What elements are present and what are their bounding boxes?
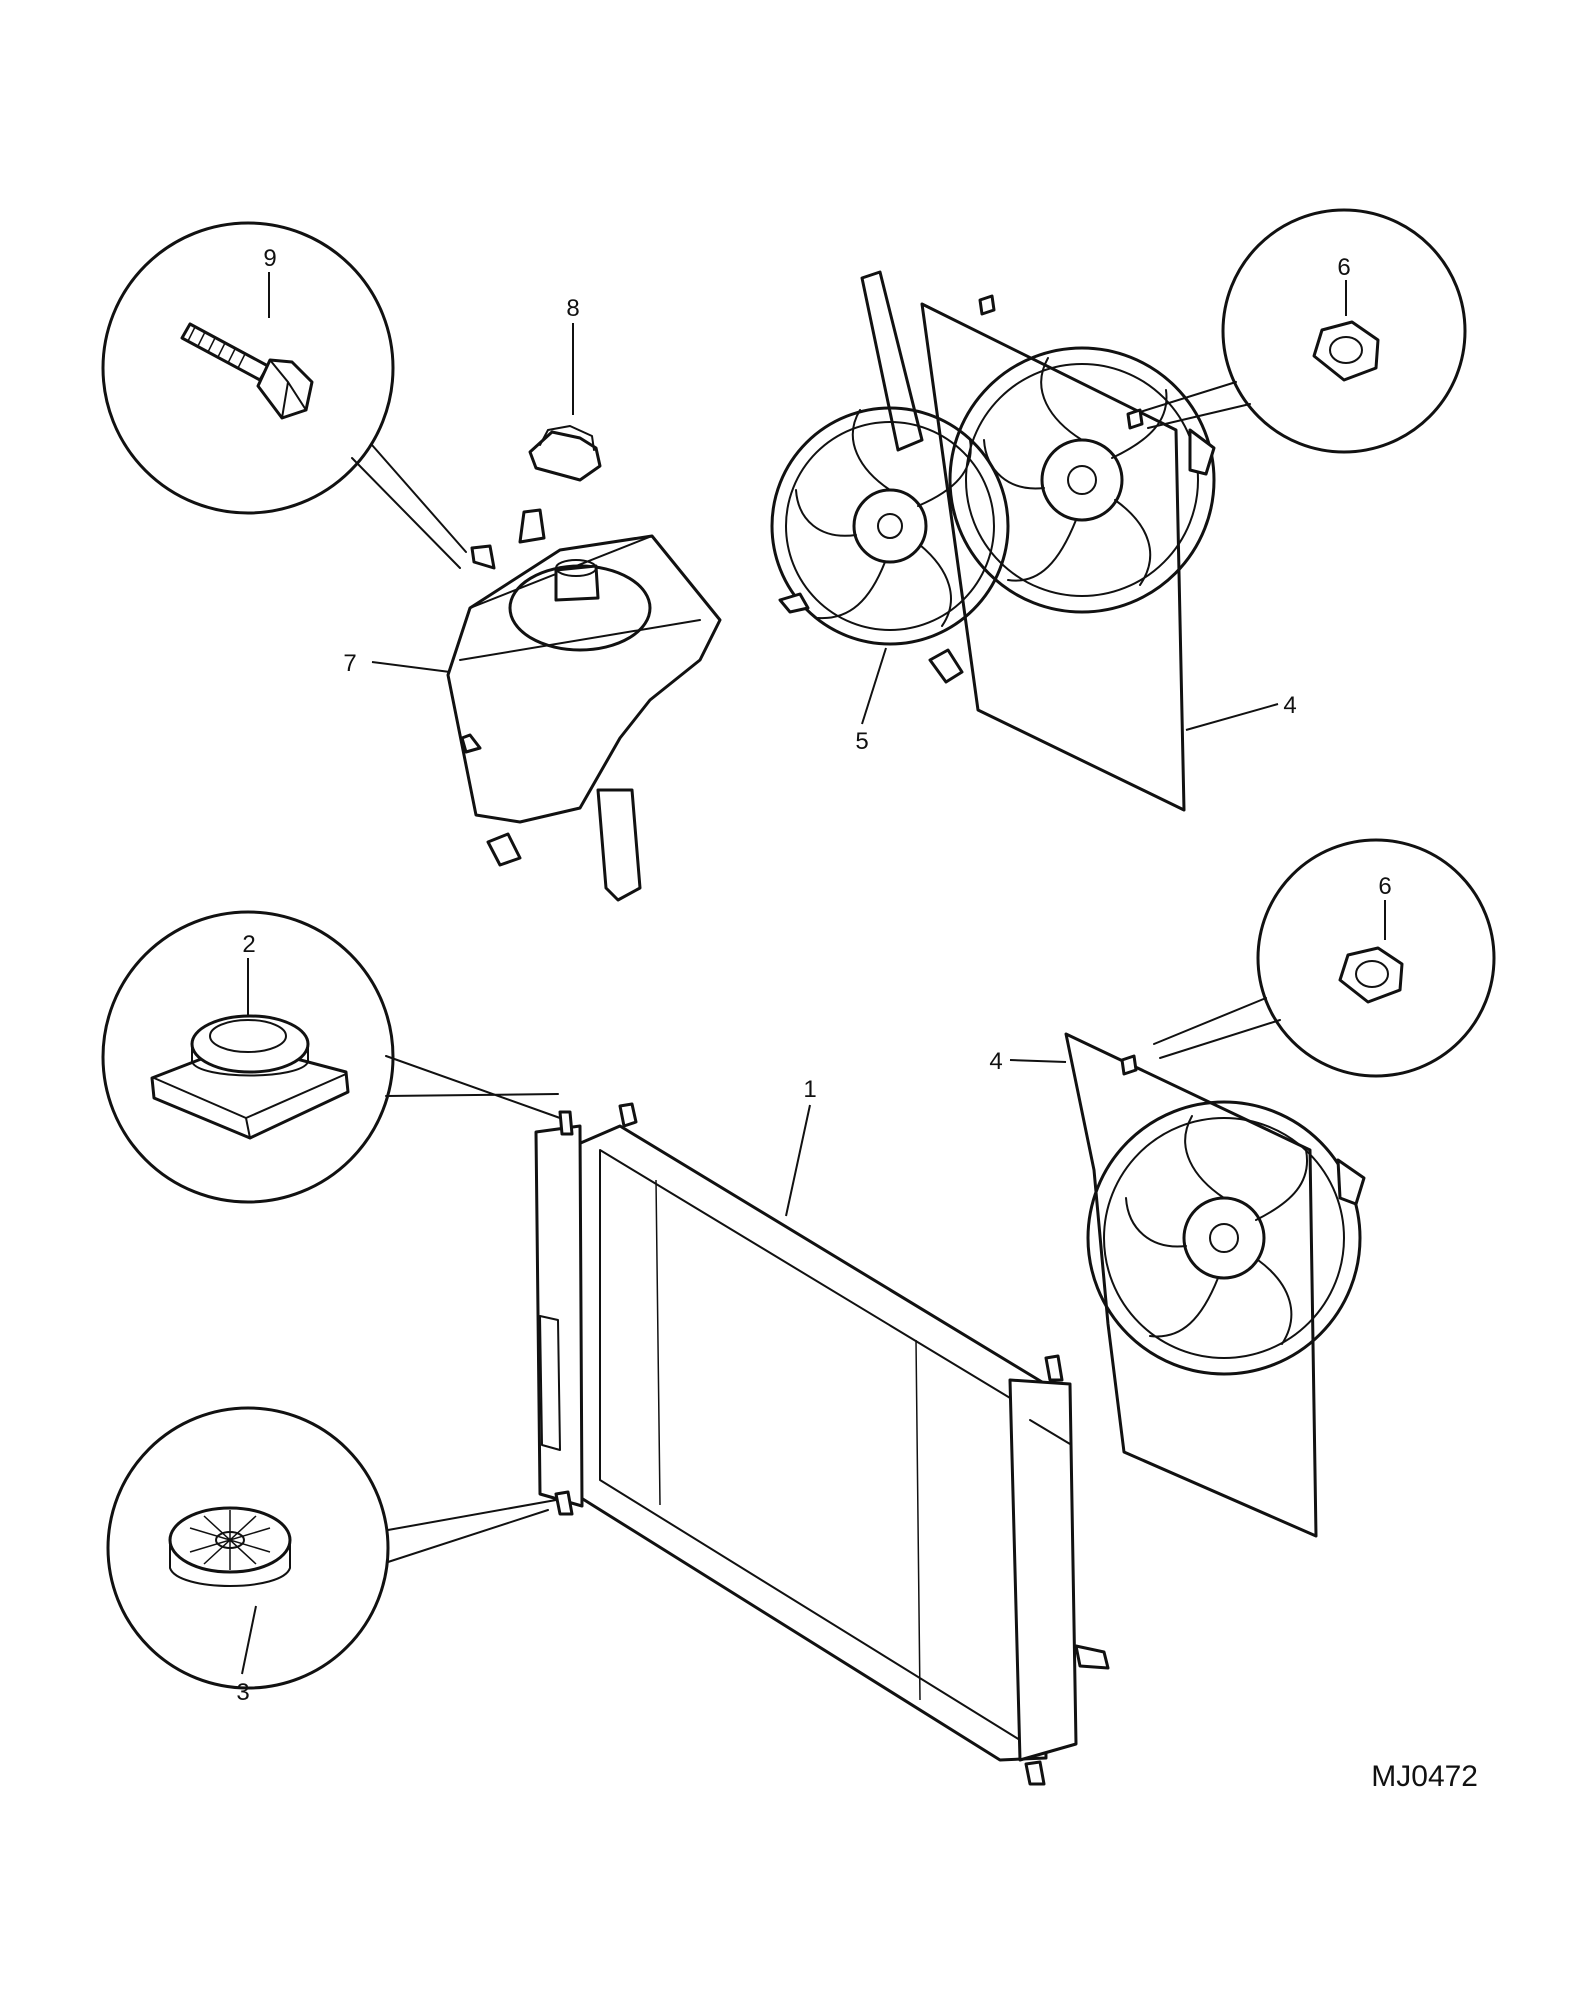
nut-detail-lower: 6: [1153, 838, 1496, 1078]
callout-3: 3: [236, 1679, 249, 1706]
bolt-detail: 9: [101, 221, 467, 569]
callout-5: 5: [855, 728, 868, 755]
bolt-icon: [180, 322, 314, 420]
callout-6-lower: 6: [1378, 873, 1391, 900]
callout-4-lower: 4: [989, 1048, 1002, 1075]
lower-mount-detail: 3: [106, 1406, 557, 1706]
callout-2: 2: [242, 931, 255, 958]
nut-detail-upper: 6: [1139, 208, 1467, 454]
callout-6-upper: 6: [1337, 254, 1350, 281]
twin-fan-assembly: 5 4: [770, 270, 1297, 812]
radiator: 1: [534, 1076, 1110, 1786]
expansion-tank: 7: [343, 508, 722, 902]
callout-7: 7: [343, 650, 356, 677]
grommet-icon: [168, 1506, 292, 1587]
single-fan-assembly: 4: [989, 1032, 1366, 1538]
filler-cap: 8: [528, 295, 602, 482]
callout-9: 9: [263, 245, 276, 272]
callout-1: 1: [803, 1076, 816, 1103]
flange-nut-icon: [1312, 320, 1380, 382]
figure-reference-code: MJ0472: [1371, 1760, 1478, 1793]
callout-4-upper: 4: [1283, 692, 1296, 719]
callout-8: 8: [566, 295, 579, 322]
flange-nut-icon: [1338, 946, 1404, 1004]
rubber-mount-icon: [150, 1014, 350, 1140]
upper-mount-detail: 2: [101, 910, 561, 1204]
